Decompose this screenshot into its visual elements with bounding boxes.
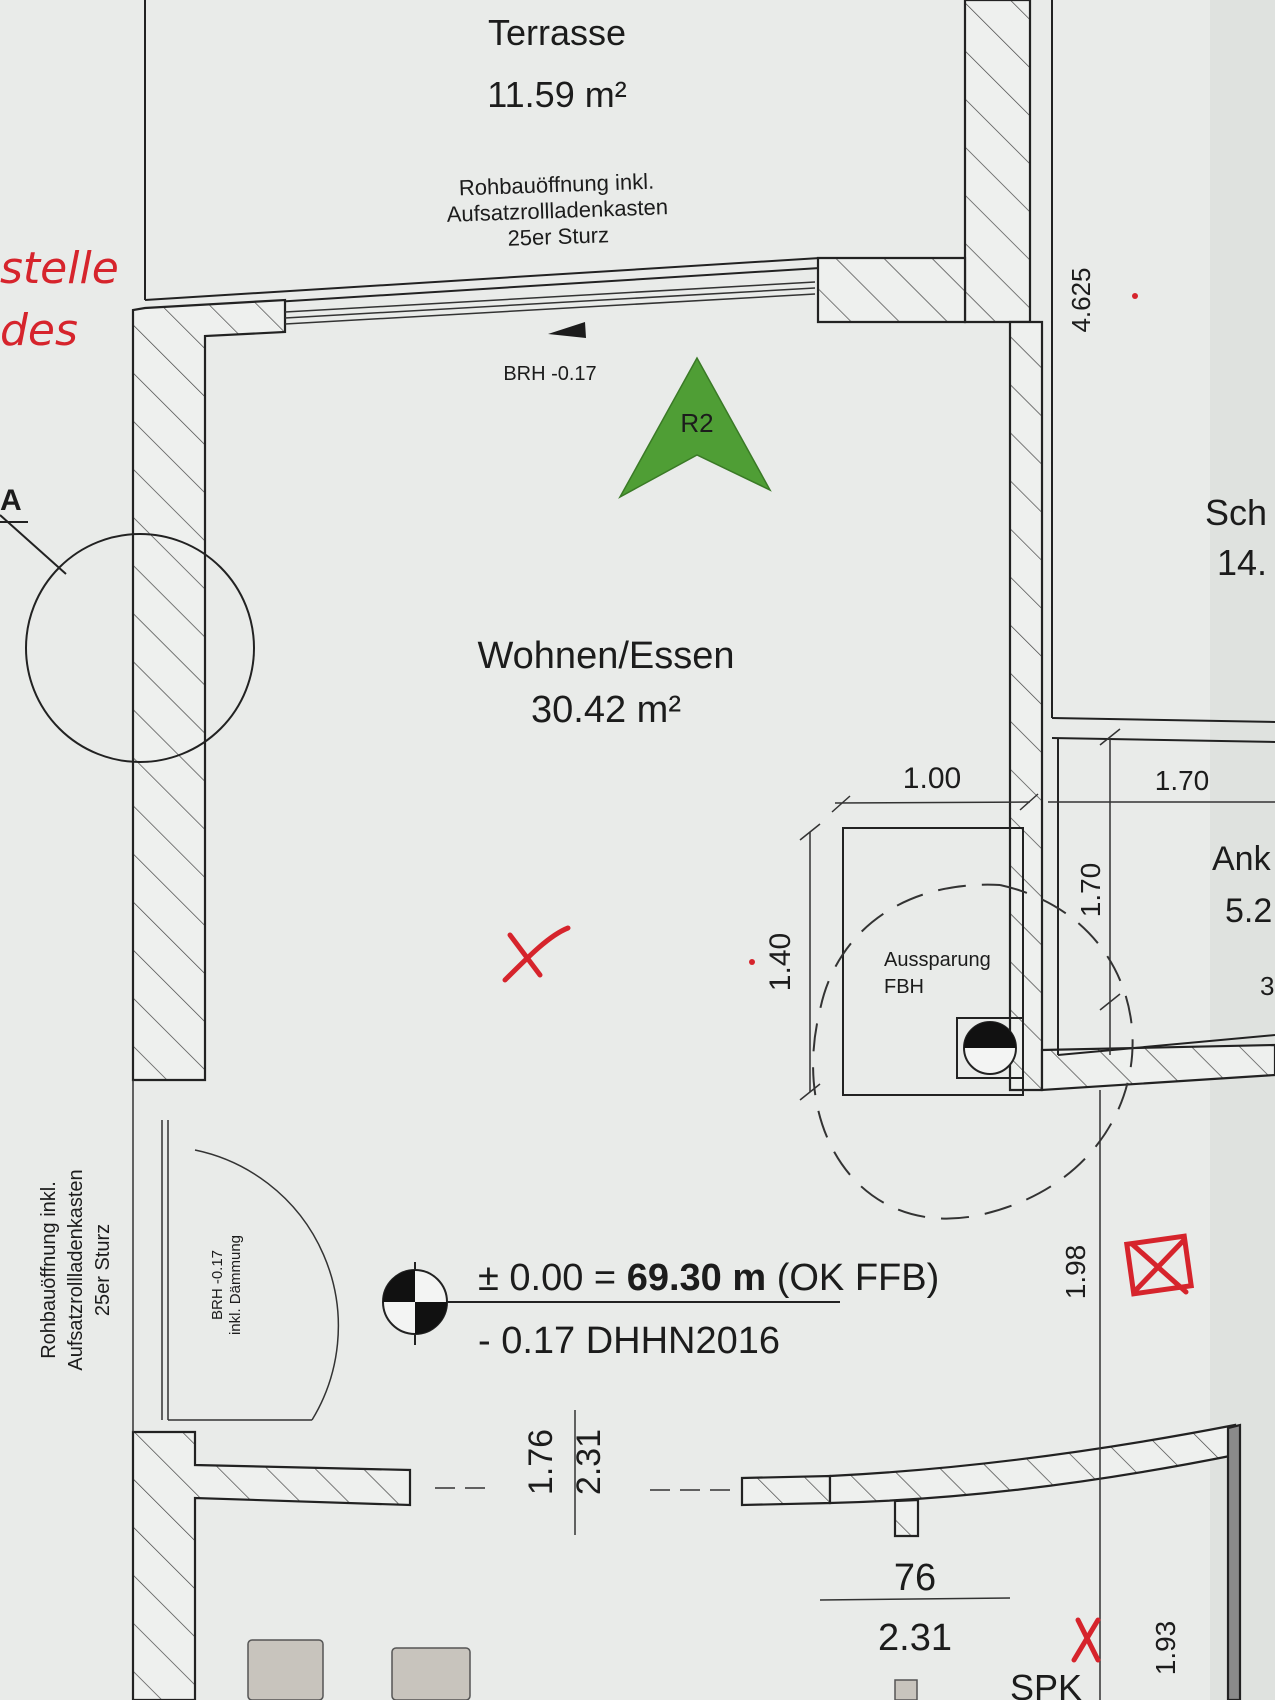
wohnen-name: Wohnen/Essen — [477, 635, 734, 677]
dashed-swing-arc — [812, 883, 1134, 1220]
red-annotations — [502, 293, 1195, 1663]
dim-anbau-height: 1.70 — [1075, 863, 1106, 918]
left-opening-note-1: Rohbauöffnung inkl. — [38, 1181, 60, 1359]
brh-left-label-2: inkl. Dämmung — [227, 1235, 244, 1335]
view-marker-label: R2 — [680, 408, 713, 438]
brh-left-label-1: BRH -0.17 — [209, 1250, 226, 1320]
dim-door2-height: 2.31 — [878, 1617, 952, 1659]
terrasse-name: Terrasse — [488, 12, 626, 53]
level-line-1-suffix: (OK FFB) — [766, 1257, 939, 1299]
section-marker-label: A — [0, 484, 22, 517]
top-opening-note-3: 25er Sturz — [507, 222, 609, 251]
left-window — [132, 1080, 340, 1432]
handwritten-left-bottom: des — [0, 305, 78, 356]
schlafen-area-partial: 14. — [1217, 542, 1267, 583]
wohnen-area: 30.42 m² — [531, 689, 681, 731]
level-line-2: - 0.17 DHHN2016 — [478, 1320, 780, 1362]
handwritten-left-top: stelle — [0, 243, 119, 294]
dim-niche-width: 1.00 — [903, 762, 961, 795]
dim-right-lower: 1.98 — [1060, 1245, 1091, 1300]
ankleide-area-partial: 5.2 — [1225, 892, 1272, 930]
window-direction-arrow — [548, 322, 586, 338]
paper-fold-shadow — [1210, 0, 1275, 1700]
terrasse-area: 11.59 m² — [487, 74, 626, 115]
adjacent-rooms-outline — [1051, 0, 1275, 1056]
schlafen-name-partial: Sch — [1205, 492, 1267, 533]
dim-wall-right: 4.625 — [1066, 267, 1096, 332]
section-marker — [0, 514, 255, 763]
dim-right-bottom: 1.93 — [1150, 1621, 1181, 1676]
aussparung-label-1: Aussparung — [884, 949, 991, 971]
dim-door-width: 1.76 — [522, 1429, 560, 1495]
ankleide-extra-partial: 3 — [1260, 971, 1274, 1001]
dim-anbau-width: 1.70 — [1155, 765, 1210, 796]
brh-top-label: BRH -0.17 — [503, 363, 596, 385]
aussparung-label-2: FBH — [884, 976, 924, 998]
top-window — [284, 281, 816, 325]
left-opening-note-3: 25er Sturz — [92, 1224, 114, 1316]
left-opening-note-2: Aufsatzrollladenkasten — [65, 1169, 87, 1370]
level-marker — [382, 1262, 840, 1345]
level-line-1: ± 0.00 = 69.30 m (OK FFB) — [478, 1257, 939, 1299]
dimension-lines — [435, 728, 1275, 1700]
view-marker-r2 — [618, 356, 772, 499]
dim-door2-width: 76 — [894, 1557, 936, 1599]
level-line-1-value: 69.30 m — [627, 1257, 766, 1299]
dim-niche-height: 1.40 — [764, 933, 797, 991]
drain-symbol — [963, 1021, 1017, 1075]
level-line-1-prefix: ± 0.00 = — [478, 1257, 627, 1299]
walls — [131, 0, 1275, 1700]
dim-door-height: 2.31 — [570, 1429, 608, 1495]
aussparung-niche — [842, 827, 1024, 1096]
handwritten-bottom-label: SPK — [1010, 1667, 1082, 1700]
ankleide-name-partial: Ank — [1212, 840, 1272, 878]
furniture-fragments — [247, 1639, 918, 1700]
